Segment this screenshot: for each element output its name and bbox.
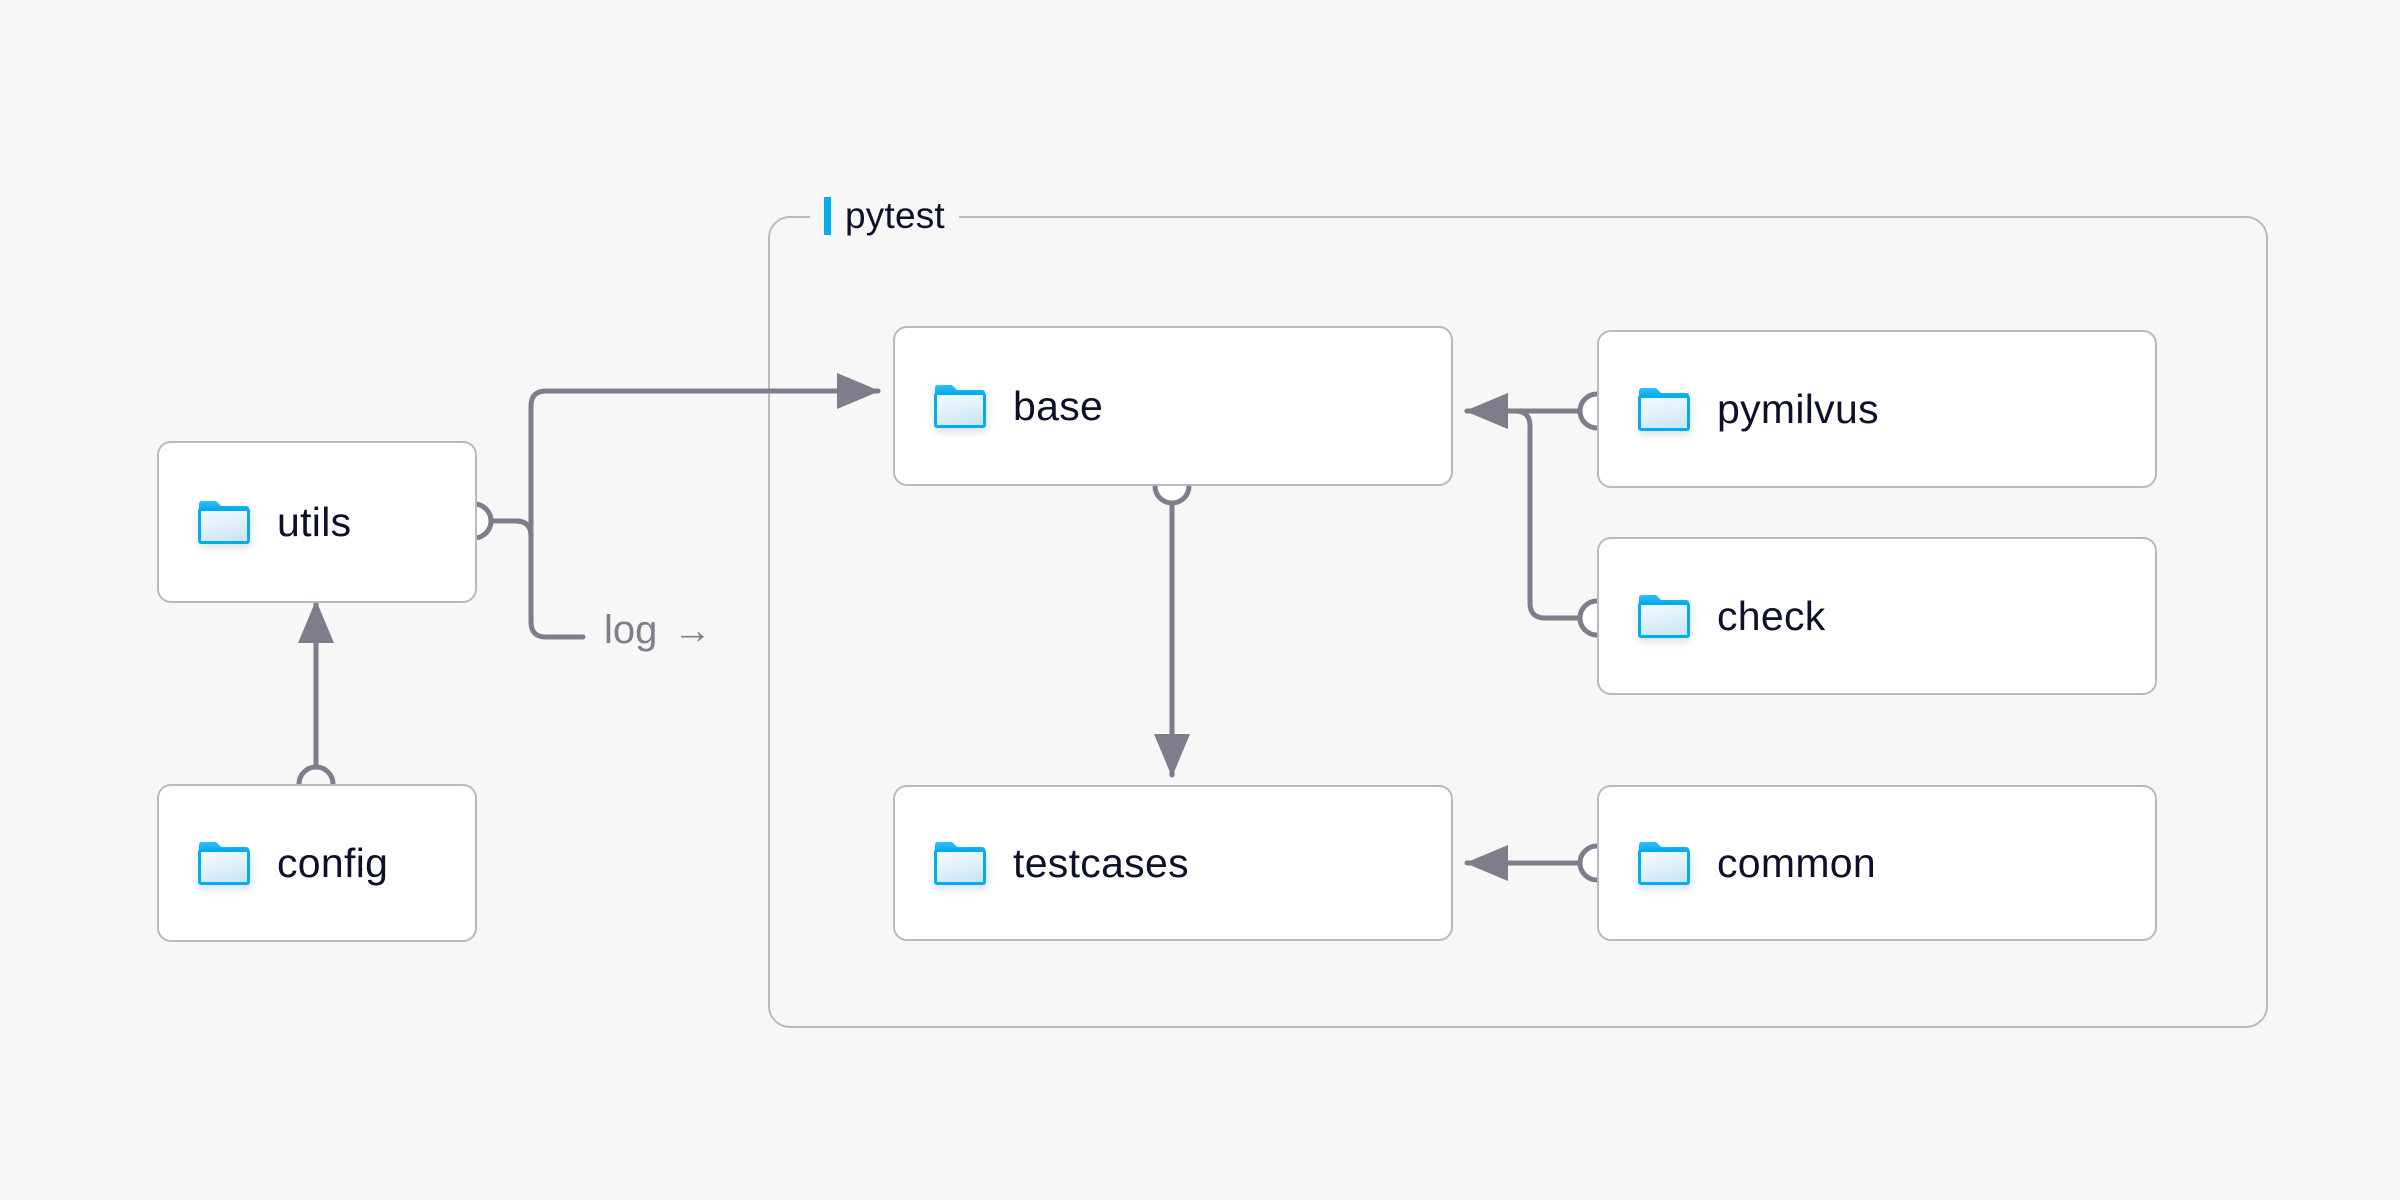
node-base[interactable]: base xyxy=(893,326,1453,486)
folder-icon xyxy=(933,840,987,886)
node-check[interactable]: check xyxy=(1597,537,2157,695)
folder-icon xyxy=(1637,593,1691,639)
folder-icon xyxy=(197,840,251,886)
node-label: check xyxy=(1717,592,1826,639)
folder-icon xyxy=(1637,840,1691,886)
group-accent-tick xyxy=(824,197,831,235)
node-label: pymilvus xyxy=(1717,385,1879,432)
node-label: config xyxy=(277,839,389,886)
group-title-text: pytest xyxy=(845,195,945,236)
node-testcases[interactable]: testcases xyxy=(893,785,1453,941)
edge-label-log: log → xyxy=(604,608,711,653)
node-pymilvus[interactable]: pymilvus xyxy=(1597,330,2157,488)
folder-icon xyxy=(933,383,987,429)
arrow-right-icon: → xyxy=(673,610,712,652)
node-label: common xyxy=(1717,839,1877,886)
node-label: base xyxy=(1013,382,1104,429)
node-label: utils xyxy=(277,498,352,545)
node-config[interactable]: config xyxy=(157,784,477,942)
group-label-pytest: pytest xyxy=(810,193,959,239)
edge-config-utils xyxy=(296,599,336,804)
folder-icon xyxy=(197,499,251,545)
folder-icon xyxy=(1637,386,1691,432)
edge-utils-log xyxy=(484,518,586,640)
edge-label-log-text: log xyxy=(604,608,658,652)
group-container-pytest[interactable] xyxy=(768,216,2268,1028)
node-common[interactable]: common xyxy=(1597,785,2157,941)
node-label: testcases xyxy=(1013,839,1189,886)
node-utils[interactable]: utils xyxy=(157,441,477,603)
